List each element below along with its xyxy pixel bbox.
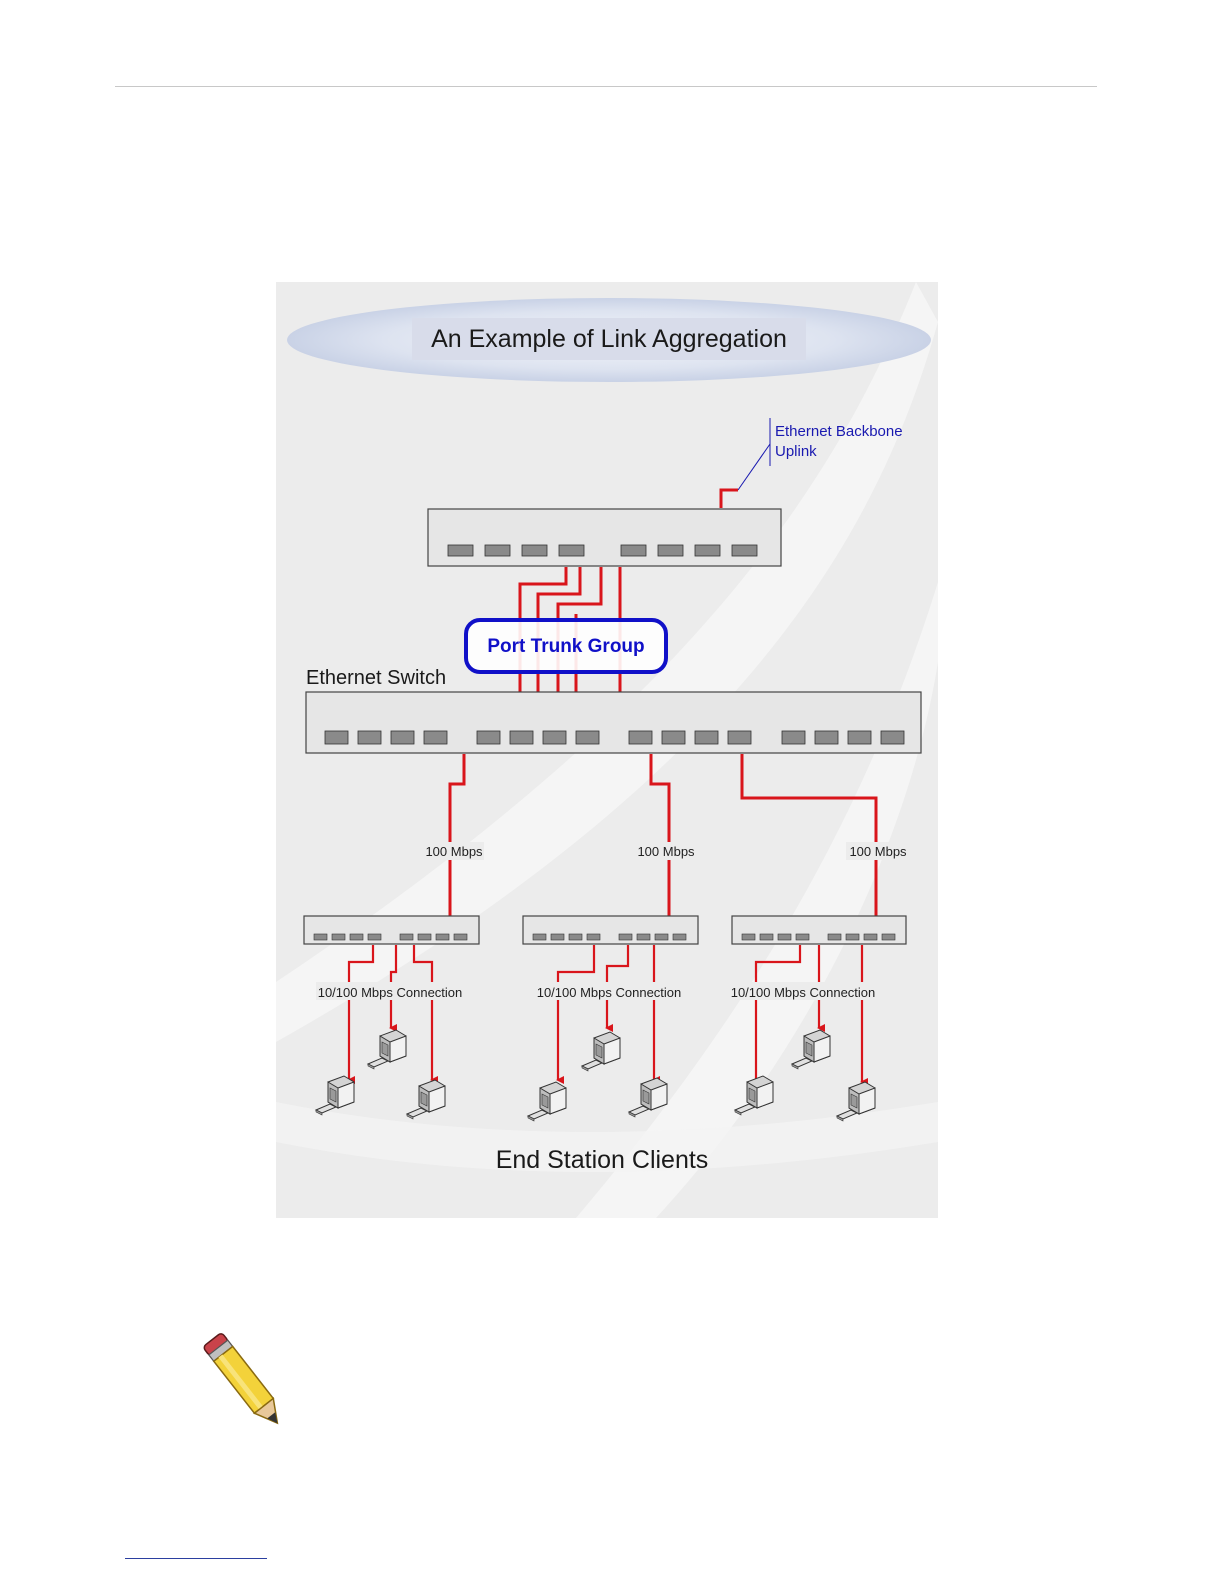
- footer-rule: [125, 1558, 267, 1559]
- speed-label-3: 100 Mbps: [849, 844, 907, 859]
- end-station-clients-label: End Station Clients: [496, 1146, 709, 1174]
- connection-label-1: 10/100 Mbps Connection: [318, 985, 463, 1000]
- edge-switch-1: [304, 916, 479, 944]
- header-rule: [115, 86, 1097, 87]
- top-switch: [428, 509, 781, 566]
- main-ethernet-switch: [306, 692, 921, 753]
- pencil-note-icon: [196, 1322, 296, 1444]
- diagram-title: An Example of Link Aggregation: [431, 325, 787, 353]
- backbone-label-line1: Ethernet Backbone: [775, 423, 903, 440]
- speed-label-1: 100 Mbps: [425, 844, 483, 859]
- backbone-label-line2: Uplink: [775, 443, 817, 460]
- connection-label-3: 10/100 Mbps Connection: [731, 985, 876, 1000]
- link-aggregation-diagram: An Example of Link Aggregation Ethernet …: [276, 282, 938, 1218]
- ethernet-switch-label: Ethernet Switch: [306, 667, 446, 689]
- speed-label-2: 100 Mbps: [637, 844, 695, 859]
- edge-switch-2: [523, 916, 698, 944]
- edge-switch-3: [732, 916, 906, 944]
- port-trunk-group-label: Port Trunk Group: [487, 636, 644, 657]
- connection-label-2: 10/100 Mbps Connection: [537, 985, 682, 1000]
